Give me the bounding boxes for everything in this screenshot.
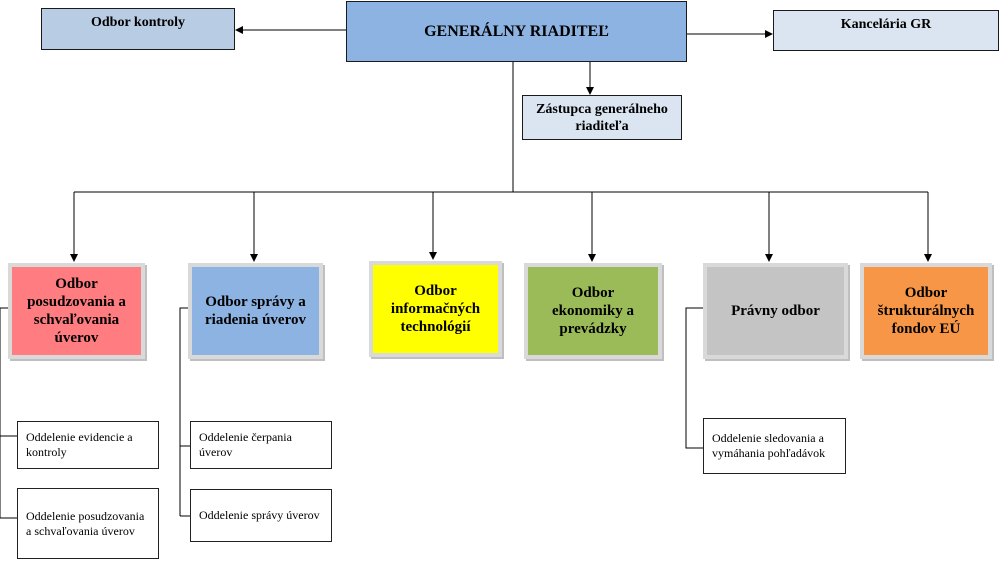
dept-fondov-label: Odbor štrukturálnych fondov EÚ	[877, 285, 975, 337]
kancelaria-gr-box: Kancelária GR	[773, 10, 999, 51]
sub-vymahania-box: Oddelenie sledovania a vymáhania pohľadá…	[703, 418, 846, 474]
sub-spravy-box: Oddelenie správy úverov	[190, 489, 332, 542]
sub-spravy-label: Oddelenie správy úverov	[199, 508, 320, 522]
dept-posudzovania-label: Odbor posudzovania a schvaľovania úverov	[27, 276, 126, 346]
sub-vymahania-label: Oddelenie sledovania a vymáhania pohľadá…	[712, 431, 826, 460]
dept-spravy-label: Odbor správy a riadenia úverov	[205, 294, 306, 328]
spine-dept-2	[179, 307, 190, 516]
dept-pravny-box: Právny odbor	[703, 263, 848, 359]
dept-posudzovania-box: Odbor posudzovania a schvaľovania úverov	[8, 263, 145, 359]
general-director-box: GENERÁLNY RIADITEĽ	[346, 1, 687, 62]
kancelaria-gr-label: Kancelária GR	[840, 17, 932, 32]
dept-fondov-box: Odbor štrukturálnych fondov EÚ	[860, 263, 992, 359]
spine-dept-1	[0, 307, 10, 518]
zastupca-box: Zástupca generálneho riaditeľa	[522, 95, 682, 140]
dept-it-label: Odbor informačných technológií	[390, 283, 481, 335]
dept-ekonomiky-label: Odbor ekonomiky a prevádzky	[551, 285, 635, 337]
odbor-kontroly-label: Odbor kontroly	[90, 15, 185, 30]
sub-evidencie-label: Oddelenie evidencie a kontroly	[26, 430, 133, 459]
spine-dept-5	[685, 307, 705, 449]
general-director-label: GENERÁLNY RIADITEĽ	[424, 22, 609, 40]
sub-cerpania-label: Oddelenie čerpania úverov	[199, 430, 292, 459]
odbor-kontroly-box: Odbor kontroly	[41, 8, 235, 50]
sub-cerpania-box: Oddelenie čerpania úverov	[190, 421, 332, 469]
zastupca-label: Zástupca generálneho riaditeľa	[536, 101, 668, 134]
dept-spravy-box: Odbor správy a riadenia úverov	[188, 263, 323, 359]
sub-posudzovania-box: Oddelenie posudzovania a schvaľovania úv…	[17, 488, 159, 559]
sub-posudzovania-label: Oddelenie posudzovania a schvaľovania úv…	[26, 508, 145, 538]
dept-pravny-label: Právny odbor	[731, 303, 820, 319]
dept-it-box: Odbor informačných technológií	[369, 261, 502, 357]
dept-ekonomiky-box: Odbor ekonomiky a prevádzky	[524, 263, 662, 359]
sub-evidencie-box: Oddelenie evidencie a kontroly	[17, 421, 159, 469]
